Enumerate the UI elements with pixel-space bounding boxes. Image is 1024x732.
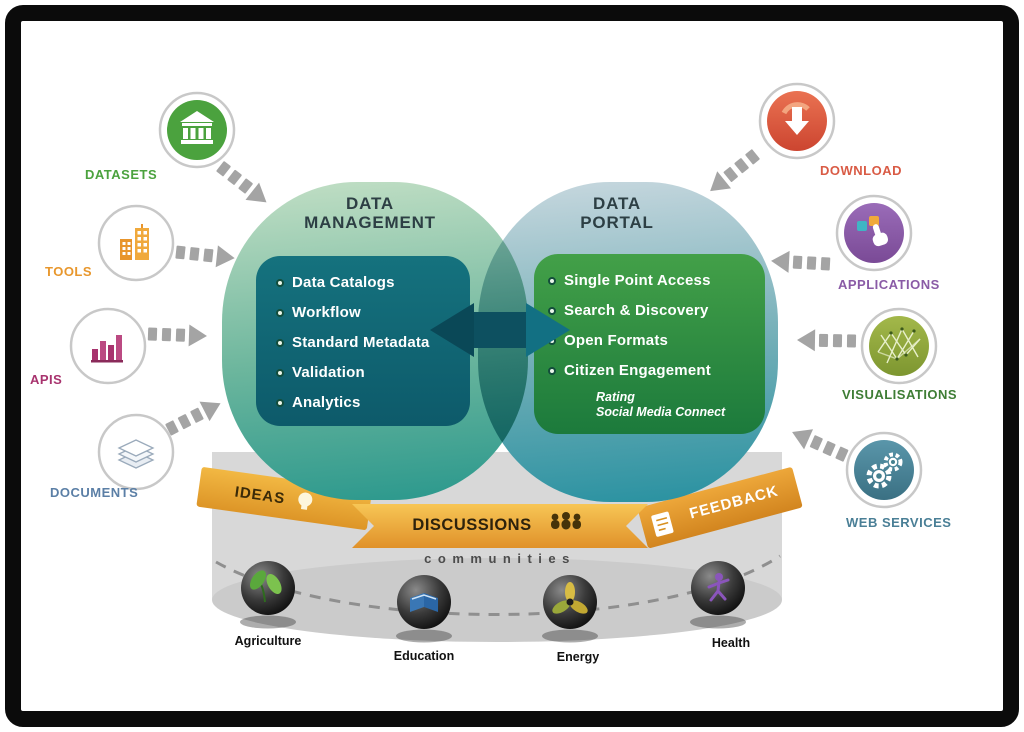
web-services-label: WEB SERVICES — [846, 515, 952, 530]
list-item-label: Standard Metadata — [292, 334, 430, 351]
sub-item-label: Rating — [596, 390, 635, 404]
list-item-label: Data Catalogs — [292, 274, 395, 291]
list-item: Single Point Access — [548, 270, 765, 291]
bullet-icon — [276, 398, 284, 407]
discussions-label: DISCUSSIONS — [412, 516, 532, 534]
title-line: PORTAL — [580, 213, 654, 232]
sub-item-label: Social Media Connect — [596, 405, 726, 419]
data-management-title: DATA MANAGEMENT — [270, 194, 470, 232]
health-label: Health — [711, 636, 751, 650]
bullet-icon — [276, 368, 284, 377]
tools-label: TOOLS — [45, 264, 93, 279]
bullet-icon — [276, 278, 284, 287]
documents-label: DOCUMENTS — [50, 485, 139, 500]
applications-label: APPLICATIONS — [838, 277, 940, 292]
list-item: Standard Metadata — [276, 332, 470, 353]
list-item-label: Validation — [292, 364, 365, 381]
title-line: DATA — [593, 194, 641, 213]
list-item-label: Open Formats — [564, 332, 669, 349]
list-item: Citizen Engagement — [548, 360, 765, 381]
download-label: DOWNLOAD — [820, 163, 902, 178]
bullet-icon — [548, 306, 556, 315]
list-item: Workflow — [276, 302, 470, 323]
communities-label: communities — [424, 551, 576, 566]
bullet-icon — [548, 276, 556, 285]
list-item-label: Search & Discovery — [564, 302, 709, 319]
bullet-icon — [548, 366, 556, 375]
visualisations-label: VISUALISATIONS — [842, 387, 958, 402]
energy-label: Energy — [556, 650, 600, 664]
data-portal-title: DATA PORTAL — [542, 194, 692, 232]
title-line: DATA — [346, 194, 394, 213]
list-item-label: Analytics — [292, 394, 361, 411]
bullet-icon — [276, 338, 284, 347]
bullet-icon — [548, 336, 556, 345]
list-item: Validation — [276, 362, 470, 383]
education-label: Education — [393, 649, 455, 663]
list-item-label: Workflow — [292, 304, 361, 321]
list-item-label: Citizen Engagement — [564, 362, 711, 379]
list-item: Open Formats — [548, 330, 765, 351]
datasets-label: DATASETS — [85, 167, 158, 182]
list-item: Search & Discovery — [548, 300, 765, 321]
list-item-label: Single Point Access — [564, 272, 711, 289]
apis-label: APIS — [30, 372, 63, 387]
data-portal-panel: Single Point Access Search & Discovery O… — [534, 254, 765, 434]
data-management-panel: Data Catalogs Workflow Standard Metadata… — [256, 256, 470, 426]
list-item: Data Catalogs — [276, 272, 470, 293]
agriculture-label: Agriculture — [234, 634, 302, 648]
title-line: MANAGEMENT — [304, 213, 436, 232]
list-item: Analytics — [276, 392, 470, 413]
bullet-icon — [276, 308, 284, 317]
